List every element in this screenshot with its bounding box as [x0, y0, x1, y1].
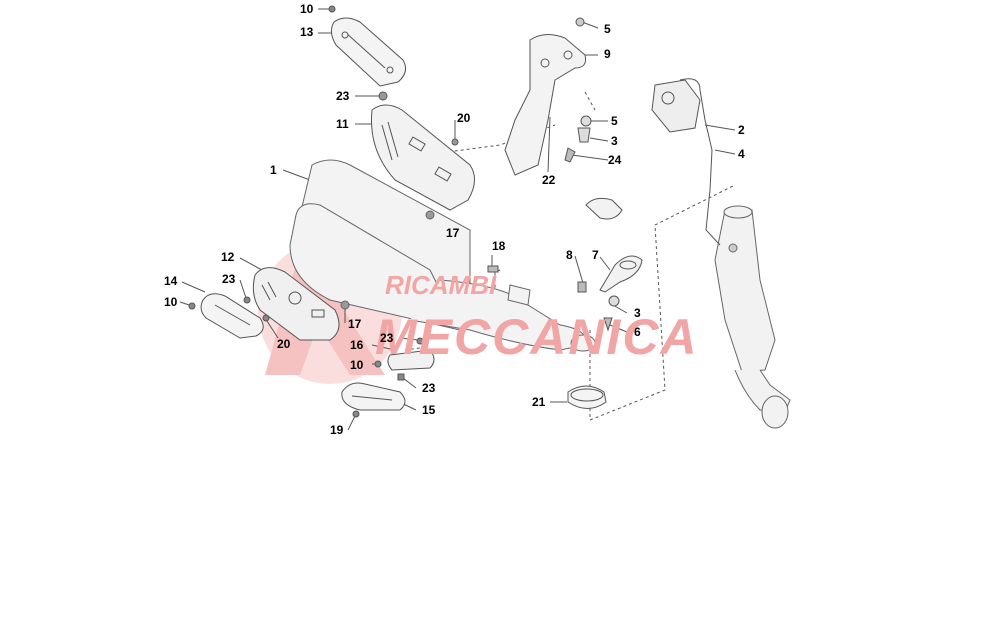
heat-shield-11	[370, 91, 475, 211]
part-label-5a: 5	[604, 22, 611, 36]
heat-shield-12	[252, 267, 340, 341]
bracket-7	[487, 197, 643, 332]
watermark-line1: RICAMBI	[385, 270, 497, 300]
part-label-17a: 17	[446, 226, 460, 240]
part-label-5b: 5	[611, 114, 618, 128]
part-label-22: 22	[542, 173, 556, 187]
part-label-11: 11	[336, 117, 349, 131]
part-label-17b: 17	[348, 317, 362, 331]
part-label-19: 19	[330, 423, 344, 437]
part-label-23b: 23	[222, 272, 236, 286]
part-label-13: 13	[300, 25, 314, 39]
part-label-18: 18	[492, 239, 506, 253]
part-label-2: 2	[738, 123, 745, 137]
part-label-23d: 23	[422, 381, 436, 395]
heat-shield-14	[188, 293, 270, 339]
sensor-2	[651, 78, 721, 246]
part-label-3b: 3	[634, 306, 641, 320]
part-label-15: 15	[422, 403, 436, 417]
diagram-lines	[179, 8, 736, 431]
bracket-9	[504, 17, 592, 176]
part-label-3a: 3	[611, 134, 618, 148]
heat-shield-13	[328, 5, 407, 87]
part-label-8: 8	[566, 248, 573, 262]
part-label-9: 9	[604, 47, 611, 61]
part-label-14: 14	[164, 274, 178, 288]
guard-15	[341, 382, 406, 418]
exhaust-pipe	[714, 205, 791, 429]
watermark-line2: MECCANICA	[375, 309, 699, 365]
part-label-10a: 10	[300, 2, 314, 16]
part-label-23a: 23	[336, 89, 350, 103]
part-label-23c: 23	[380, 331, 394, 345]
part-label-20a: 20	[457, 111, 471, 125]
part-label-10b: 10	[164, 295, 178, 309]
part-label-10c: 10	[350, 358, 364, 372]
part-label-4: 4	[738, 147, 745, 161]
part-label-12: 12	[221, 250, 235, 264]
part-label-16: 16	[350, 338, 364, 352]
part-label-7: 7	[592, 248, 599, 262]
part-label-24: 24	[608, 153, 622, 167]
part-label-6: 6	[634, 325, 641, 339]
part-label-20b: 20	[277, 337, 291, 351]
part-label-21: 21	[532, 395, 546, 409]
part-label-1: 1	[270, 163, 277, 177]
bracket-16	[374, 337, 435, 381]
muffler-1	[289, 159, 596, 352]
clamp-21	[567, 385, 607, 409]
